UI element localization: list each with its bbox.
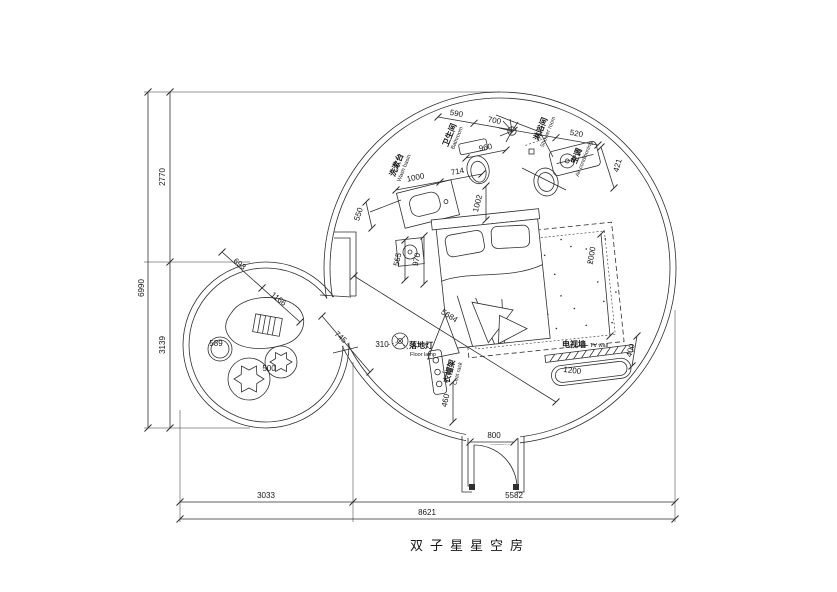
dim-1002: 1002 bbox=[471, 193, 484, 213]
dim-2000: 2000 bbox=[586, 245, 598, 265]
extension-lines bbox=[144, 91, 676, 522]
dim-970: 970 bbox=[411, 251, 423, 266]
dim-590: 590 bbox=[449, 108, 464, 119]
dim-3033: 3033 bbox=[257, 491, 275, 500]
dim-520: 520 bbox=[569, 128, 584, 139]
floor-lamp-label-cn: 落地灯 bbox=[409, 340, 433, 350]
pillow bbox=[490, 224, 531, 249]
dim-2770: 2770 bbox=[158, 168, 167, 186]
niche-wall bbox=[334, 231, 357, 297]
dim-500: 500 bbox=[262, 364, 276, 373]
pouf bbox=[227, 357, 271, 401]
coat-rack bbox=[427, 349, 448, 395]
passage-opening-mask bbox=[310, 297, 360, 347]
nightstand bbox=[395, 237, 425, 267]
label-tv-wall: 电视墙 TV wall bbox=[562, 339, 608, 349]
label-shower-room: 淋浴间 Shower room bbox=[531, 116, 558, 149]
shower-head-icon bbox=[498, 118, 535, 155]
label-bathroom: 卫生间 Bathroom bbox=[440, 122, 465, 151]
dim-310: 310 bbox=[375, 340, 389, 349]
lounge-desk bbox=[225, 297, 305, 349]
coat-rack-label-en: Coat rack bbox=[452, 361, 464, 386]
bed bbox=[427, 208, 551, 360]
dim-8621: 8621 bbox=[418, 508, 436, 517]
tv-wall-label-en: TV wall bbox=[590, 343, 608, 349]
dim-5582: 5582 bbox=[505, 491, 523, 500]
label-coat-rack: 衣帽架 Coat rack bbox=[441, 358, 464, 386]
drawing-title: 双子星星空房 bbox=[410, 538, 530, 553]
pillow bbox=[444, 230, 485, 258]
dim-589: 589 bbox=[209, 339, 223, 348]
dim-1200: 1200 bbox=[563, 365, 582, 376]
side-table bbox=[207, 336, 233, 362]
dim-460: 460 bbox=[440, 392, 452, 407]
dim-3139: 3139 bbox=[158, 336, 167, 354]
floor-lamp-label-en: Floor lamp bbox=[410, 352, 436, 358]
dim-421: 421 bbox=[612, 157, 624, 173]
dim-565: 565 bbox=[392, 251, 404, 266]
blanket-edge bbox=[441, 264, 543, 282]
dim-960: 960 bbox=[478, 142, 493, 153]
dim-700: 700 bbox=[487, 115, 502, 126]
entry-door-opening-mask bbox=[472, 482, 516, 495]
pedestal-basin bbox=[533, 167, 559, 197]
dim-400: 400 bbox=[625, 342, 637, 358]
entry-opening-mask bbox=[466, 418, 520, 444]
throw-blanket bbox=[498, 314, 528, 345]
dim-693: 693 bbox=[232, 256, 248, 272]
floor-drain bbox=[528, 148, 535, 155]
dim-550: 550 bbox=[352, 206, 365, 222]
label-air-conditioner: 空调 Air conditioning bbox=[569, 141, 595, 178]
pouf bbox=[264, 345, 298, 379]
dim-800: 800 bbox=[487, 431, 501, 440]
blanket-drape bbox=[427, 313, 460, 360]
tv-wall bbox=[544, 344, 634, 386]
dimension-lines bbox=[147, 92, 675, 520]
dim-714: 714 bbox=[450, 166, 465, 177]
air-conditioner bbox=[549, 141, 601, 177]
passage-jambs bbox=[319, 294, 359, 354]
tv-wall-label-cn: 电视墙 bbox=[562, 339, 586, 349]
dim-6990: 6990 bbox=[137, 279, 146, 297]
entry-door bbox=[469, 444, 519, 490]
desk-item bbox=[252, 313, 283, 337]
dim-1000: 1000 bbox=[406, 171, 426, 183]
floor-lamp bbox=[391, 332, 409, 350]
dimension-ticks bbox=[144, 88, 679, 523]
label-floor-lamp: 落地灯 Floor lamp bbox=[409, 340, 436, 358]
